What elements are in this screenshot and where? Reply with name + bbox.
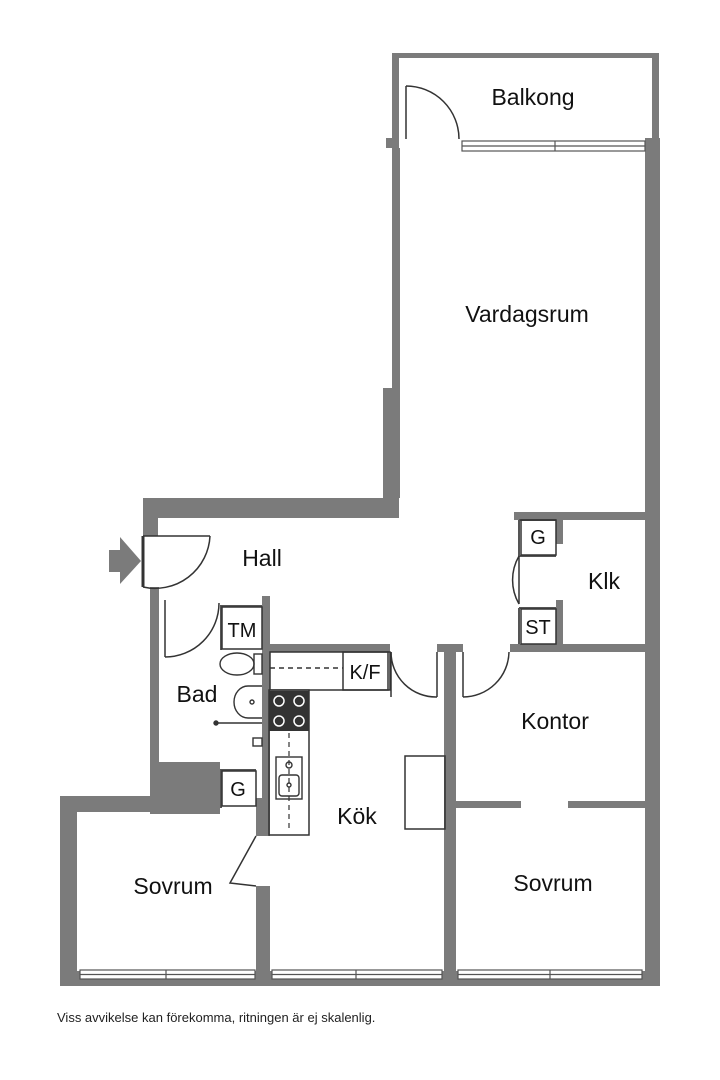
fixture-label-g-hall: G xyxy=(530,527,546,549)
room-label-klk: Klk xyxy=(588,568,620,594)
room-label-kontor: Kontor xyxy=(521,708,589,734)
fixture-label-g-bad: G xyxy=(230,779,246,801)
room-label-vardagsrum: Vardagsrum xyxy=(465,301,589,327)
fixture-label-kf: K/F xyxy=(349,662,380,684)
room-label-hall: Hall xyxy=(242,545,282,571)
fixture-label-tm: TM xyxy=(228,620,257,642)
shower-icon xyxy=(213,720,263,747)
windows xyxy=(79,140,646,980)
stove-icon xyxy=(269,691,309,731)
washbasin-icon xyxy=(233,685,262,719)
room-label-kok: Kök xyxy=(337,803,377,829)
fixture-label-st: ST xyxy=(525,617,551,639)
disclaimer-text: Viss avvikelse kan förekomma, ritningen … xyxy=(57,1010,376,1025)
toilet-icon xyxy=(219,652,263,676)
fixture-boxes xyxy=(221,519,557,836)
entrance-arrow-icon xyxy=(109,537,141,584)
room-label-balkong: Balkong xyxy=(491,84,574,110)
room-label-bad: Bad xyxy=(177,681,218,707)
walls xyxy=(60,53,660,986)
room-label-sovrum-left: Sovrum xyxy=(133,873,212,899)
doors xyxy=(141,85,520,887)
kitchen-sink-icon xyxy=(275,756,303,800)
room-label-sovrum-right: Sovrum xyxy=(513,870,592,896)
